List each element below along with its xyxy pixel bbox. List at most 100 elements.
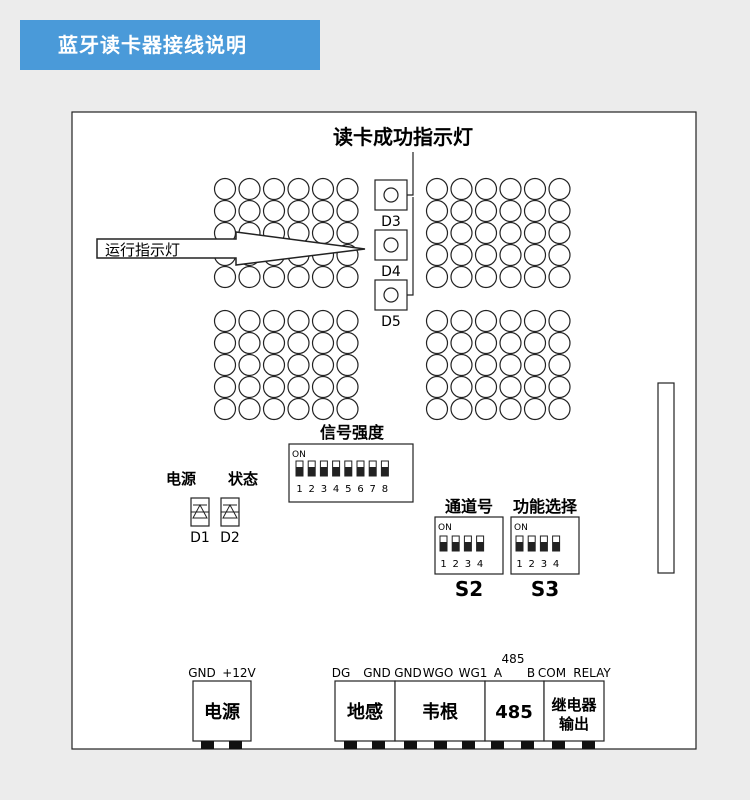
matrix-led (238, 375, 261, 399)
dip-lever-knob (516, 542, 523, 551)
matrix-led (213, 353, 237, 377)
matrix-led (499, 177, 522, 201)
matrix-led (450, 353, 473, 377)
matrix-led (238, 265, 261, 289)
matrix-led (287, 397, 310, 421)
matrix-led (287, 375, 310, 399)
matrix-led (474, 265, 498, 289)
dip-number: 2 (453, 559, 459, 570)
dip-number: 1 (516, 559, 522, 570)
matrix-led (548, 331, 571, 355)
terminal-pin-label: GND (188, 666, 216, 680)
matrix-led (213, 331, 237, 355)
success-indicator-label: 读卡成功指示灯 (333, 125, 473, 149)
channel-label: 通道号 (445, 497, 493, 516)
matrix-led (238, 199, 261, 223)
terminal-power-label: 电源 (204, 701, 240, 723)
matrix-led (450, 397, 473, 421)
dip-lever-knob (540, 542, 548, 551)
status-led-d1: D1 (190, 497, 210, 546)
matrix-led (548, 397, 571, 421)
terminal-screw (404, 741, 417, 749)
matrix-led (262, 353, 286, 377)
matrix-led (287, 265, 310, 289)
matrix-led (474, 309, 498, 333)
matrix-led (425, 397, 449, 421)
matrix-led (450, 243, 473, 267)
dip-lever-knob (381, 467, 389, 476)
matrix-led (336, 353, 359, 377)
success-pointer-line (407, 152, 414, 196)
terminal-wiegand-label: 韦根 (422, 701, 458, 723)
matrix-led (523, 375, 547, 399)
dip-lever-knob (308, 467, 316, 476)
matrix-led (213, 199, 237, 223)
matrix-led (474, 177, 498, 201)
signal-strength-label: 信号强度 (320, 423, 385, 442)
dip-lever-knob (369, 467, 377, 476)
dip-number: 4 (477, 559, 483, 570)
page-title: 蓝牙读卡器接线说明 (58, 33, 247, 57)
terminal-pin-label: B (527, 666, 535, 680)
matrix-led (548, 199, 571, 223)
matrix-led (523, 221, 547, 245)
matrix-led (450, 309, 473, 333)
matrix-led (287, 309, 310, 333)
matrix-led (336, 177, 359, 201)
matrix-led (336, 375, 359, 399)
header-bar (20, 20, 320, 70)
terminal-pin-label: RELAY (573, 666, 611, 680)
dip-lever-knob (528, 542, 536, 551)
dip-number: 5 (345, 484, 351, 495)
matrix-led (425, 199, 449, 223)
terminal-screw (201, 741, 214, 749)
matrix-led (336, 199, 359, 223)
dip-lever-knob (357, 467, 364, 476)
matrix-led (548, 177, 571, 201)
run-indicator-label: 运行指示灯 (105, 241, 180, 259)
matrix-led (425, 353, 449, 377)
dip-lever-knob (476, 542, 484, 551)
dip-number: 6 (357, 484, 363, 495)
dip-number: 3 (541, 559, 547, 570)
matrix-led (311, 375, 335, 399)
matrix-led (450, 265, 473, 289)
matrix-led (238, 331, 261, 355)
matrix-led (425, 177, 449, 201)
matrix-led (425, 221, 449, 245)
matrix-led (523, 243, 547, 267)
dip-number: 1 (296, 484, 302, 495)
matrix-led (523, 199, 547, 223)
matrix-led (213, 265, 237, 289)
matrix-led (548, 243, 571, 267)
matrix-led (336, 397, 359, 421)
matrix-led (499, 309, 522, 333)
circuit-board (71, 111, 697, 750)
matrix-led (311, 177, 335, 201)
matrix-led (548, 375, 571, 399)
matrix-led (523, 353, 547, 377)
matrix-led (238, 309, 261, 333)
matrix-led (499, 243, 522, 267)
terminal-pin-label: WGO (423, 666, 454, 680)
terminal-pin-label: A (494, 666, 503, 680)
matrix-led (262, 375, 286, 399)
matrix-led (499, 331, 522, 355)
dip-lever-knob (464, 542, 472, 551)
matrix-led (450, 331, 473, 355)
function-select-label: 功能选择 (513, 497, 578, 516)
dip-number: 4 (333, 484, 339, 495)
matrix-led (238, 177, 261, 201)
matrix-led (548, 309, 571, 333)
dip-number: 4 (553, 559, 559, 570)
matrix-led (311, 397, 335, 421)
matrix-led (548, 265, 571, 289)
led-label-d3: D3 (381, 214, 401, 230)
status-led-label-d1: D1 (190, 530, 210, 546)
dip-number: 2 (529, 559, 535, 570)
matrix-led (523, 397, 547, 421)
terminal-pin-label: DG (332, 666, 351, 680)
matrix-led (499, 375, 522, 399)
